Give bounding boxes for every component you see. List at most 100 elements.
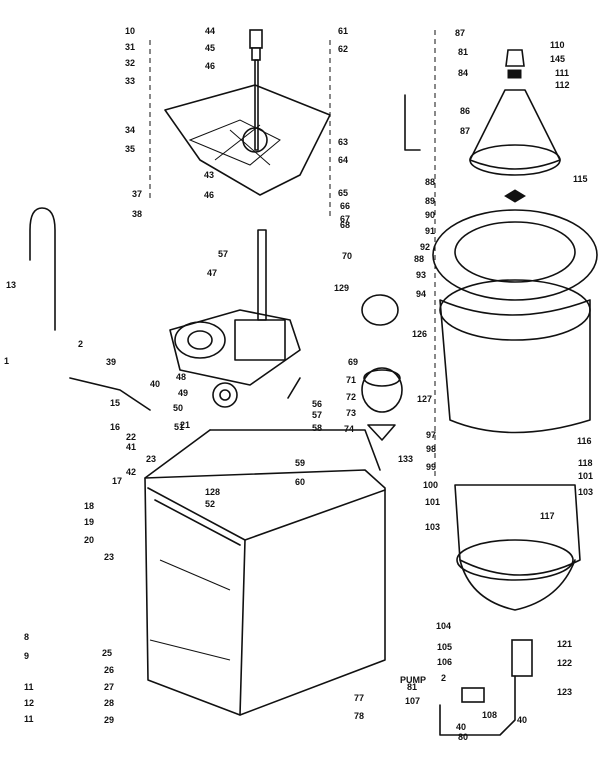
part-label: 103	[578, 487, 593, 497]
part-label: 31	[125, 42, 135, 52]
part-label: 38	[132, 209, 142, 219]
part-label: 50	[173, 403, 183, 413]
part-label: 87	[455, 28, 465, 38]
part-label: 33	[125, 76, 135, 86]
part-label: 58	[312, 423, 322, 433]
part-label: 25	[102, 648, 112, 658]
part-label: 46	[205, 61, 215, 71]
part-label: 13	[6, 280, 16, 290]
part-label: 90	[425, 210, 435, 220]
part-label: 11	[24, 714, 34, 724]
part-label: 23	[146, 454, 156, 464]
part-label: 108	[482, 710, 497, 720]
part-label: 26	[104, 665, 114, 675]
part-label: 118	[578, 458, 593, 468]
part-label: 77	[354, 693, 364, 703]
agitator	[469, 49, 561, 203]
part-label: 65	[338, 188, 348, 198]
part-labels: 10 31 32 33 34 35 37 38 13 2 1 39 40 15 …	[4, 26, 593, 742]
part-label: 70	[342, 251, 352, 261]
part-label: 23	[104, 552, 114, 562]
part-label: 40	[456, 722, 466, 732]
part-label: 88	[414, 254, 424, 264]
part-label: 17	[112, 476, 122, 486]
part-label: 100	[423, 480, 438, 490]
part-label: 42	[126, 467, 136, 477]
part-label: 37	[132, 189, 142, 199]
part-label: 81	[458, 47, 468, 57]
part-label: 28	[104, 698, 114, 708]
part-label: 19	[84, 517, 94, 527]
base-plate	[164, 84, 331, 196]
part-label: 72	[346, 392, 356, 402]
part-label: 84	[458, 68, 468, 78]
part-label: 115	[573, 174, 588, 184]
part-label: 39	[106, 357, 116, 367]
pump-label: PUMP	[400, 675, 426, 685]
part-label: 67	[340, 214, 350, 224]
part-label: 89	[425, 196, 435, 206]
part-label: 34	[125, 125, 135, 135]
motor-assembly	[361, 294, 403, 441]
part-label: 59	[295, 458, 305, 468]
part-label: 104	[436, 621, 451, 631]
part-label: 110	[550, 40, 565, 50]
part-label: 117	[540, 511, 555, 521]
part-label: 127	[417, 394, 432, 404]
part-label: 92	[420, 242, 430, 252]
part-label: 1	[4, 356, 9, 366]
part-label: 21	[180, 420, 190, 430]
part-label: 35	[125, 144, 135, 154]
part-label: 105	[437, 642, 452, 652]
pump-assembly	[439, 639, 533, 736]
part-label: 101	[578, 471, 593, 481]
part-label: 126	[412, 329, 427, 339]
part-label: 128	[205, 487, 220, 497]
part-label: 122	[557, 658, 572, 668]
part-label: 56	[312, 399, 322, 409]
part-label: 63	[338, 137, 348, 147]
part-label: 66	[340, 201, 350, 211]
part-label: 123	[557, 687, 572, 697]
part-label: 62	[338, 44, 348, 54]
part-label: 45	[205, 43, 215, 53]
part-label: 80	[458, 732, 468, 742]
part-label: 57	[312, 410, 322, 420]
part-label: 107	[405, 696, 420, 706]
part-label: 78	[354, 711, 364, 721]
part-label: 22	[126, 432, 136, 442]
transmission-assembly	[169, 29, 301, 408]
hoses	[29, 94, 421, 411]
part-label: 51	[174, 422, 184, 432]
part-label: 15	[110, 398, 120, 408]
part-label: 9	[24, 651, 29, 661]
part-label: 73	[346, 408, 356, 418]
part-label: 98	[426, 444, 436, 454]
part-label: 2	[441, 673, 446, 683]
part-label: 11	[24, 682, 34, 692]
part-label: 91	[425, 226, 435, 236]
part-label: 2	[78, 339, 83, 349]
part-label: 145	[550, 54, 565, 64]
part-label: 106	[437, 657, 452, 667]
part-label: 86	[460, 106, 470, 116]
cabinet	[144, 429, 386, 716]
part-label: 48	[176, 372, 186, 382]
part-label: 16	[110, 422, 120, 432]
part-label: 69	[348, 357, 358, 367]
part-label: 116	[577, 436, 592, 446]
part-label: 40	[150, 379, 160, 389]
part-label: 47	[207, 268, 217, 278]
part-label: 121	[557, 639, 572, 649]
guide-lines	[149, 30, 436, 480]
part-label: 71	[346, 375, 356, 385]
part-label: 94	[416, 289, 426, 299]
part-label: 18	[84, 501, 94, 511]
part-label: 46	[204, 190, 214, 200]
part-label: 29	[104, 715, 114, 725]
part-label: 133	[398, 454, 413, 464]
part-label: 44	[205, 26, 215, 36]
part-label: 112	[555, 80, 570, 90]
part-label: 43	[204, 170, 214, 180]
